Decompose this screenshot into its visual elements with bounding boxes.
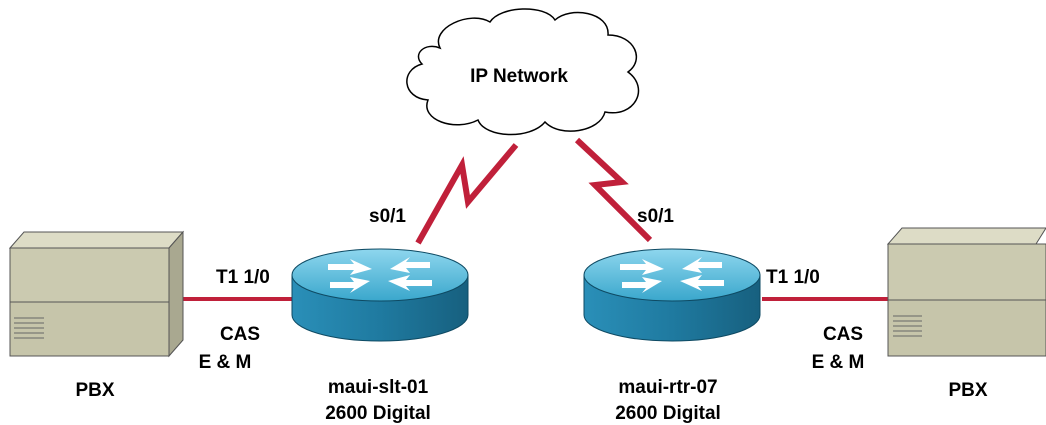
serial-link-right — [574, 137, 653, 243]
left-router-hostname: maui-slt-01 — [328, 377, 429, 398]
router-arrows-icon — [328, 257, 432, 293]
left-pbx-label: PBX — [75, 380, 114, 401]
right-pbx-label: PBX — [948, 380, 987, 401]
right-signaling-line2: E & M — [812, 352, 865, 373]
left-serial-port-label: s0/1 — [369, 206, 406, 227]
vent-icon — [893, 315, 922, 337]
right-signaling-line1: CAS — [823, 324, 863, 345]
ip-network-cloud: IP Network — [406, 8, 640, 136]
left-router-model: 2600 Digital — [325, 403, 431, 424]
right-voice-port-label: T1 1/0 — [766, 267, 820, 288]
left-signaling-line1: CAS — [220, 324, 260, 345]
pbx-left — [8, 230, 185, 358]
right-router-model: 2600 Digital — [615, 403, 721, 424]
left-voice-port-label: T1 1/0 — [216, 267, 270, 288]
right-router-hostname: maui-rtr-07 — [618, 377, 717, 398]
pbx-right — [886, 227, 1046, 357]
serial-link-left — [415, 143, 519, 245]
vent-icon — [14, 317, 44, 339]
right-serial-port-label: s0/1 — [637, 206, 674, 227]
cloud-label: IP Network — [470, 66, 568, 87]
router-right — [583, 248, 761, 342]
left-signaling-line2: E & M — [199, 352, 252, 373]
router-left — [291, 248, 469, 342]
router-arrows-icon — [620, 257, 724, 293]
